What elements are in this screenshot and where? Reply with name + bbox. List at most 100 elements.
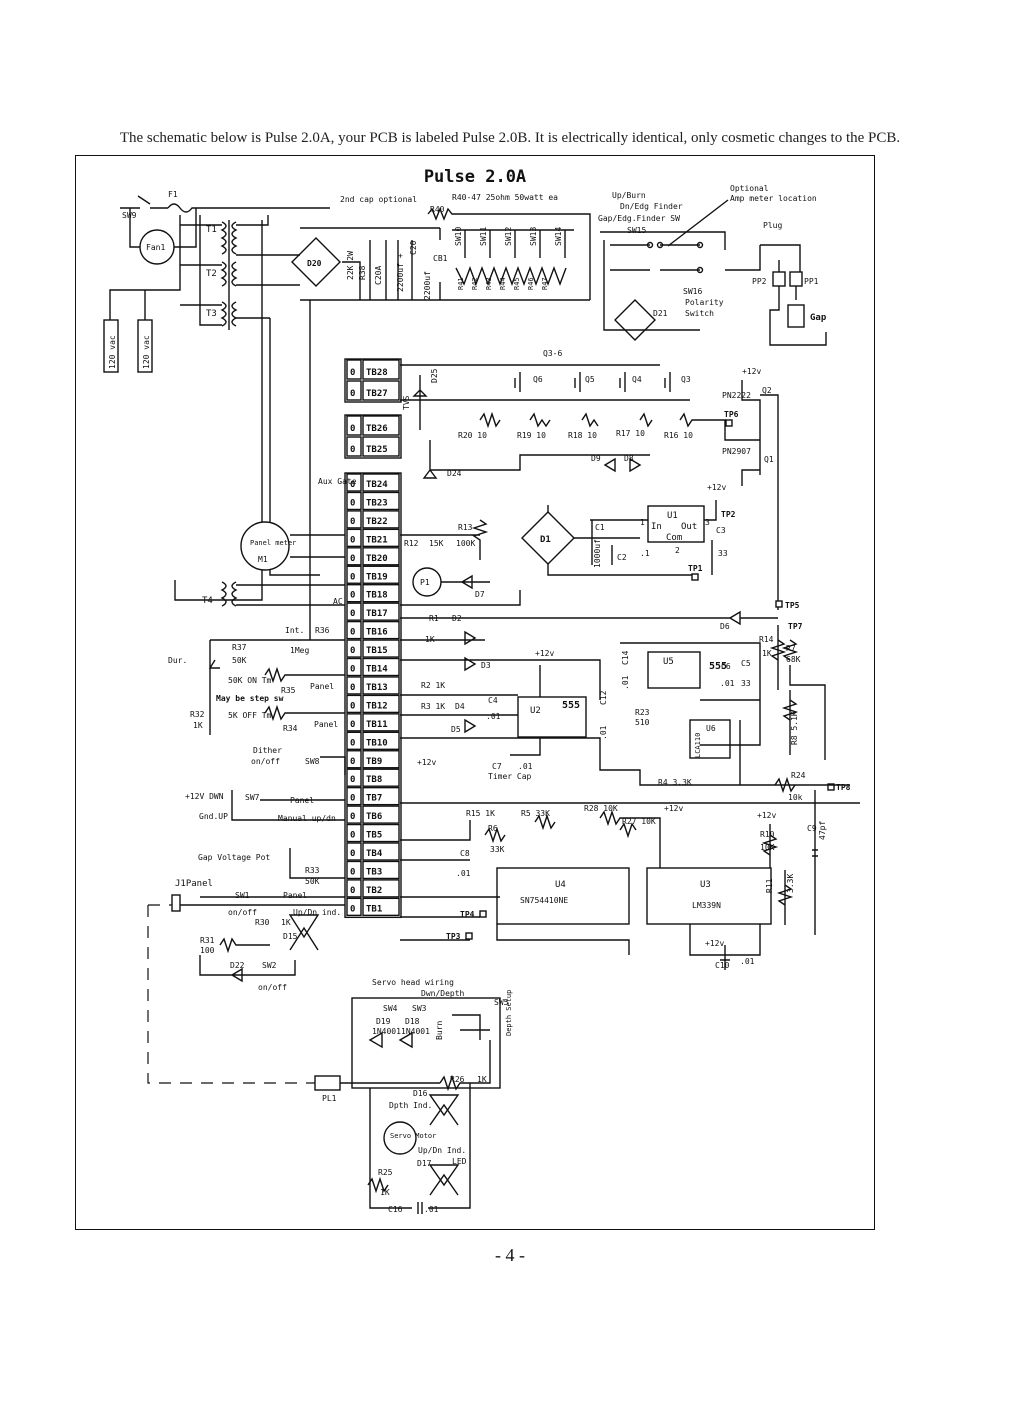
terminal-label-tb12: TB12	[366, 701, 388, 711]
label-c16: C16	[388, 1205, 403, 1214]
label-d5: D5	[451, 725, 461, 734]
terminal-zero: 0	[350, 738, 355, 748]
label-r7: R7	[786, 644, 796, 653]
label-r5: R5 33K	[521, 809, 550, 818]
label-sw10: SW10	[454, 227, 463, 246]
u5-555	[647, 651, 701, 689]
label-d20: D20	[307, 259, 322, 268]
label-r44: R44	[499, 277, 507, 290]
label-led: LED	[452, 1157, 467, 1166]
terminal-zero: 0	[350, 389, 355, 399]
label-50k: 50K	[232, 656, 247, 665]
terminal-zero: 0	[350, 517, 355, 527]
terminal-label-box	[362, 694, 400, 714]
label-d1: D1	[540, 535, 551, 545]
label-dither-on-off: on/off	[251, 757, 280, 766]
terminal-label-tb19: TB19	[366, 572, 388, 582]
label-r11-val: 3.3K	[786, 874, 795, 893]
label-r3: R3 1K	[421, 702, 445, 711]
u3-lm339n	[646, 867, 772, 925]
label-c7-val: .01	[518, 762, 533, 771]
label-d18-type: 1N4001	[401, 1027, 430, 1036]
label-plus12v-u1: +12v	[707, 483, 726, 492]
page-number: - 4 -	[495, 1245, 525, 1265]
label-j1-panel: J1Panel	[175, 879, 213, 889]
label-r47: R47	[541, 277, 549, 290]
label-polarity: Polarity	[685, 298, 724, 307]
terminal-screw	[346, 639, 362, 658]
label-d19-type: 1N4001	[372, 1027, 401, 1036]
j1-jack	[171, 894, 181, 912]
terminal-label-tb20: TB20	[366, 554, 388, 564]
note-amp-meter: Amp meter location	[730, 194, 817, 203]
terminal-screw	[346, 750, 362, 769]
label-cap-2: 2200uf	[423, 271, 432, 300]
terminal-label-box	[362, 510, 400, 529]
u4-sn754410ne	[496, 867, 630, 925]
label-r14-val: 1K	[762, 649, 772, 658]
terminal-label-tb26: TB26	[366, 424, 388, 434]
label-c12: C12	[599, 690, 608, 705]
page-caption: The schematic below is Pulse 2.0A, your …	[119, 130, 901, 146]
pl1-connector	[314, 1075, 341, 1091]
terminal-screw	[346, 547, 362, 566]
label-r23-val: 510	[635, 718, 650, 727]
terminal-label-box	[362, 731, 400, 750]
label-r43: R43	[485, 277, 493, 290]
label-d17: D17	[417, 1159, 432, 1168]
label-c8-val: .01	[456, 869, 471, 878]
label-r17: R17 10	[616, 429, 645, 438]
label-c16-val: .01	[424, 1205, 439, 1214]
label-r45: R45	[513, 277, 521, 290]
label-c14-val: .01	[621, 675, 630, 690]
terminal-screw	[346, 436, 362, 457]
driver-section: Q3-6 TVS D25 Q6 Q5 Q4 Q3 R20 10 R19 10 R…	[400, 349, 779, 610]
terminal-label-box	[362, 805, 400, 824]
label-c1: C1	[595, 523, 605, 532]
terminal-zero: 0	[350, 701, 355, 711]
label-f1: F1	[168, 190, 178, 199]
label-sw5: SW5	[494, 998, 509, 1007]
label-d21: D21	[653, 309, 668, 318]
terminal-screw	[346, 879, 362, 898]
terminal-zero: 0	[350, 554, 355, 564]
terminal-label-box	[362, 897, 400, 917]
terminal-screw	[346, 842, 362, 861]
terminal-label-tb24: TB24	[366, 480, 388, 490]
label-plus12v-u2: +12v	[535, 649, 554, 658]
label-servo-motor: Servo Motor	[390, 1132, 436, 1140]
terminal-zero: 0	[350, 445, 355, 455]
terminal-label-box	[362, 380, 400, 401]
u1-regulator	[647, 505, 705, 543]
terminal-label-tb5: TB5	[366, 831, 382, 841]
label-q2: Q2	[762, 386, 772, 395]
terminal-label-box	[362, 879, 400, 898]
label-r28: R28 10K	[584, 804, 618, 813]
terminal-screw	[346, 415, 362, 436]
polarity-section: SW16 Polarity Switch D21 PP2 PP1 Gap	[600, 231, 827, 346]
front-panel-section: Aux Gate Panel meter M1 T4 AC Int. R36 R…	[147, 477, 357, 1084]
label-r6: R6	[488, 824, 498, 833]
label-t3: T3	[206, 309, 217, 319]
terminal-label-box	[362, 860, 400, 880]
terminal-label-box	[362, 768, 400, 787]
label-d2: D2	[452, 614, 462, 623]
label-r10-val: 10K	[760, 843, 775, 852]
terminal-label-tb1: TB1	[366, 904, 382, 914]
label-sw14: SW14	[554, 227, 563, 246]
terminal-label-tb27: TB27	[366, 389, 388, 399]
terminal-screw	[346, 528, 362, 548]
label-panel-r35: Panel	[310, 682, 334, 691]
label-r32-val: 1K	[193, 721, 203, 730]
label-r4: R4 3.3K	[658, 778, 692, 787]
label-u5-type: 555	[709, 661, 727, 672]
terminal-label-tb7: TB7	[366, 794, 382, 804]
terminal-label-box	[362, 473, 400, 492]
label-tvs: TVS	[402, 395, 411, 410]
label-u1-in: In	[651, 522, 662, 532]
label-sw3: SW3	[412, 1004, 427, 1013]
label-sw15: SW15	[627, 226, 646, 235]
terminal-label-tb11: TB11	[366, 720, 388, 730]
terminal-label-tb17: TB17	[366, 609, 388, 619]
